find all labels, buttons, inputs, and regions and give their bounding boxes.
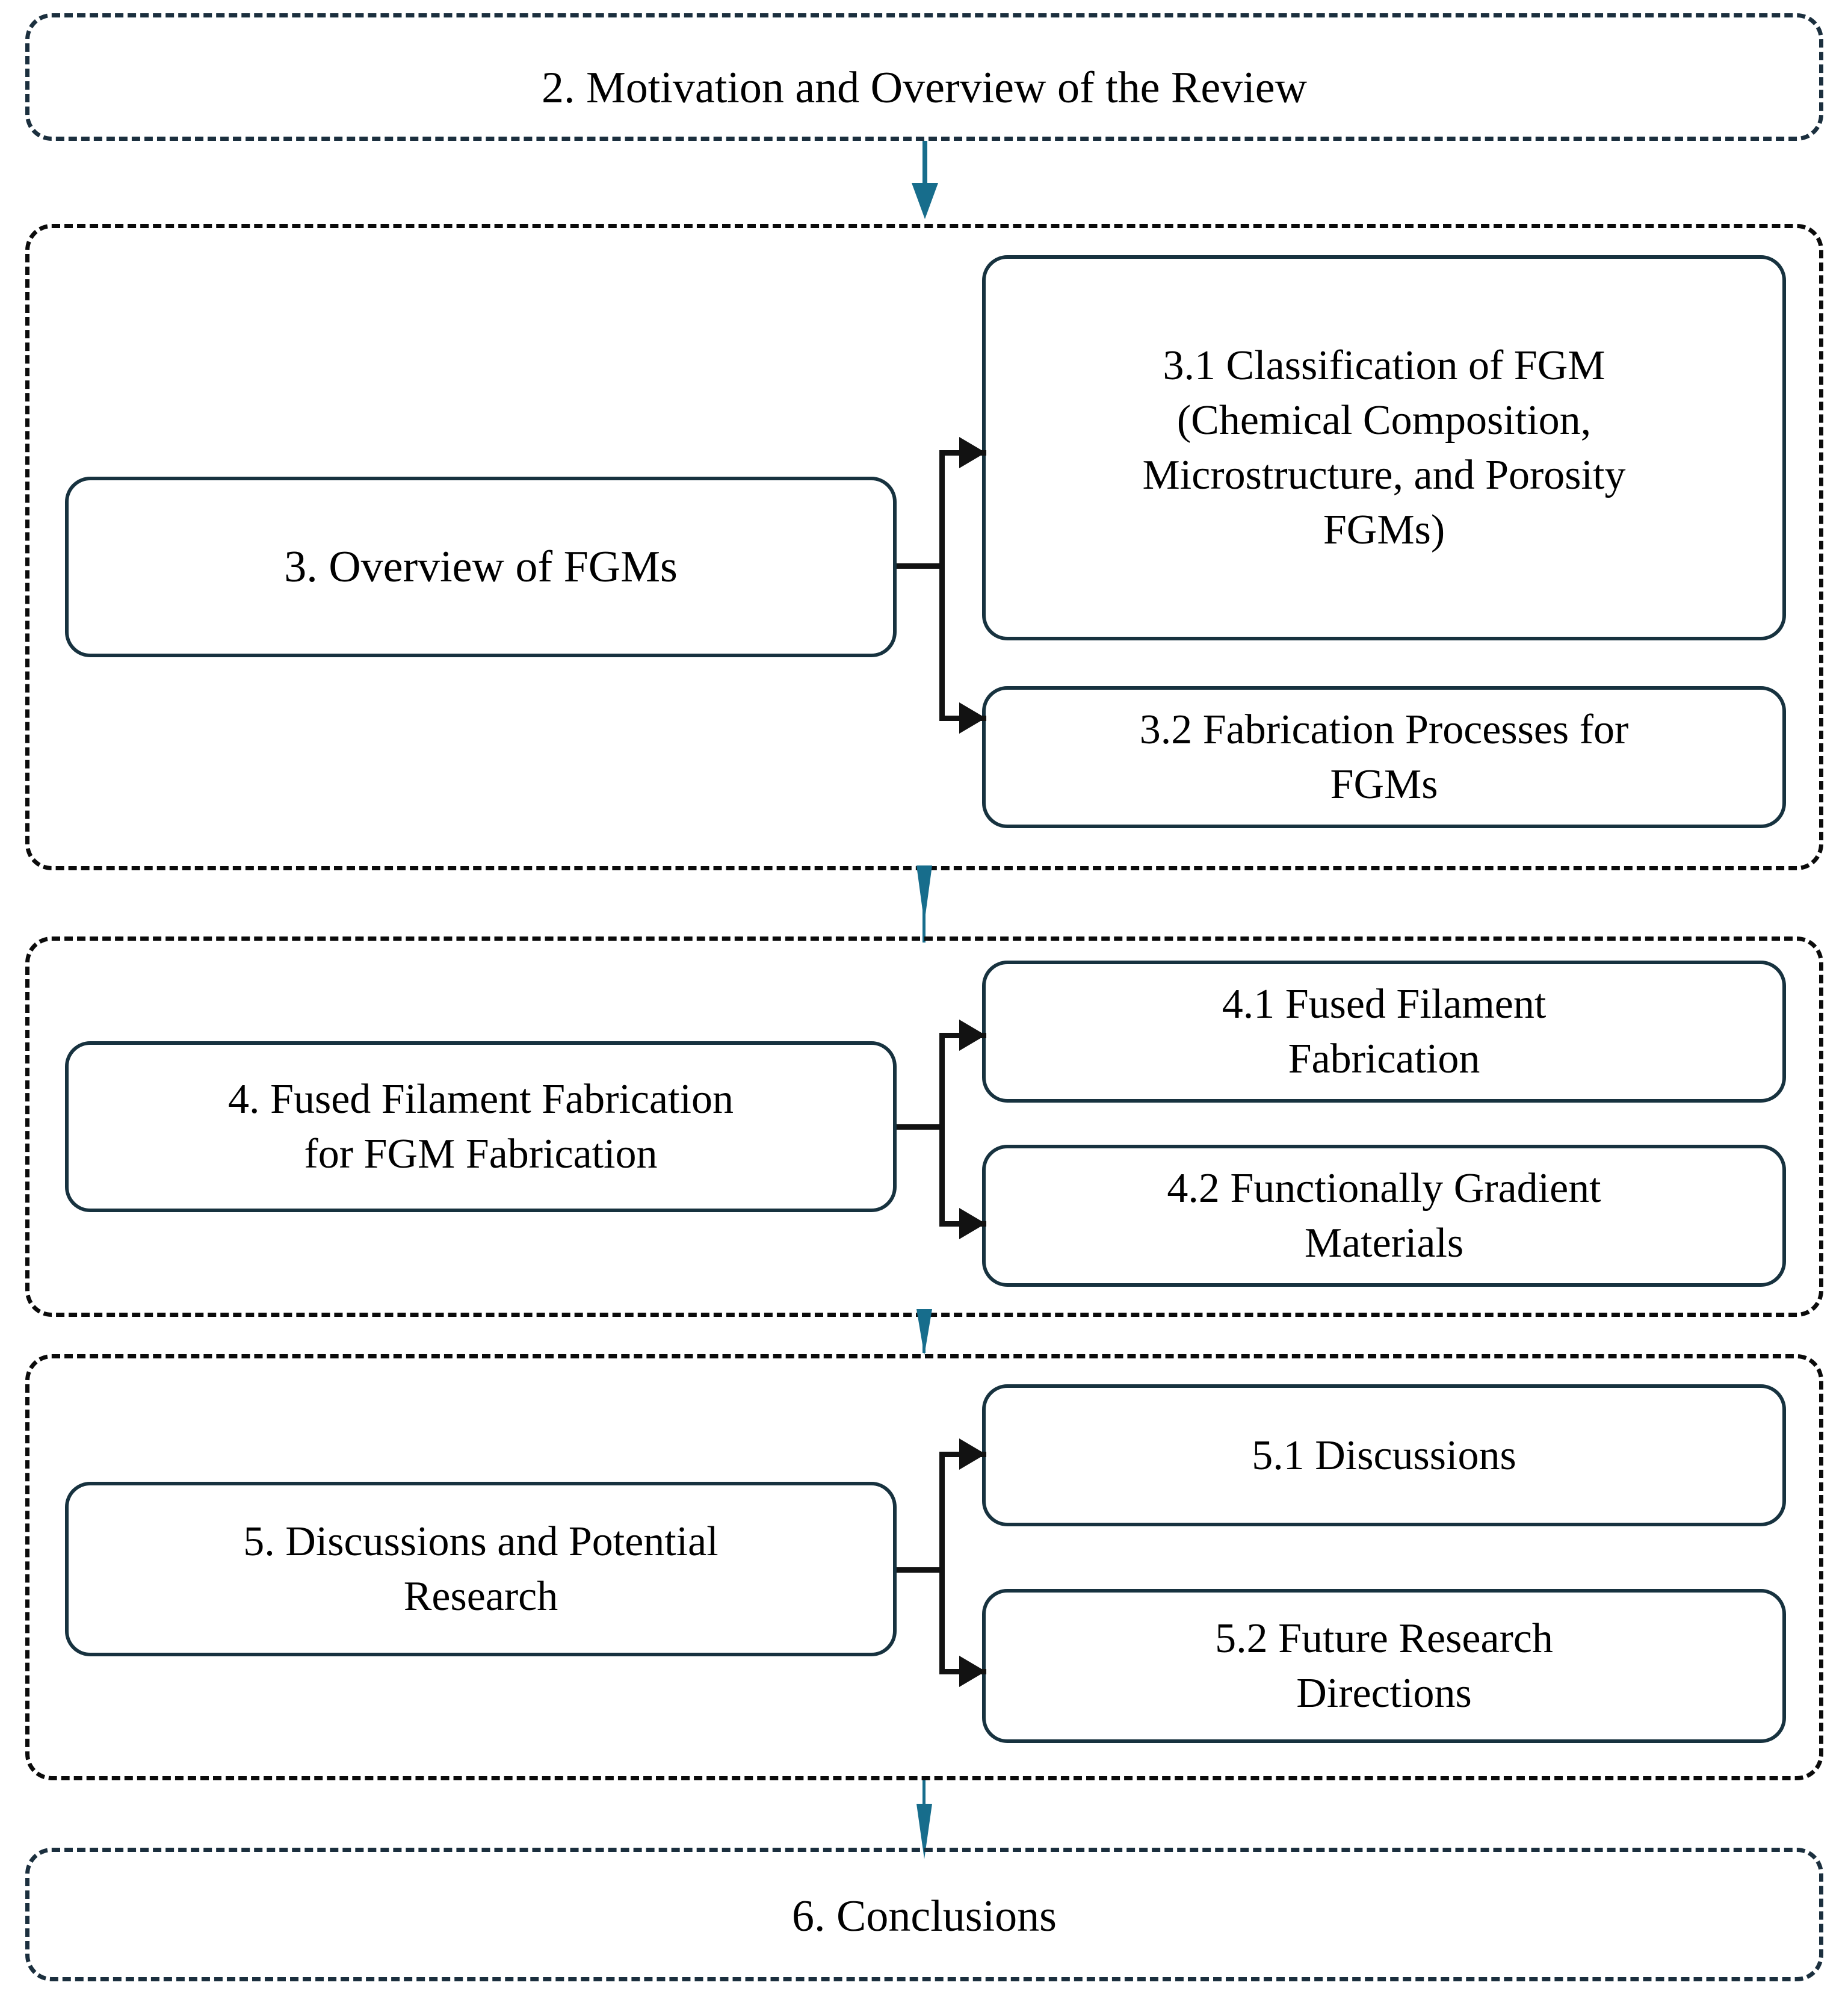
section-4-1-node-label: 4.1 Fused Filament Fabrication (1222, 981, 1547, 1082)
branch-4-to-4-1-head (959, 1020, 986, 1051)
branch-5-to-5-2-head (959, 1656, 986, 1687)
section-4-2-node[interactable]: 4.2 Functionally Gradient Materials (982, 1145, 1786, 1287)
section-3-node[interactable]: 3. Overview of FGMs (65, 477, 897, 657)
section-3-1-node[interactable]: 3.1 Classification of FGM (Chemical Comp… (982, 255, 1786, 640)
section-5-2-node[interactable]: 5.2 Future Research Directions (982, 1589, 1786, 1743)
section-5-node-label: 5. Discussions and Potential Research (243, 1518, 718, 1620)
branch-3-to-3-2-head (959, 702, 986, 734)
section-4-1-node[interactable]: 4.1 Fused Filament Fabrication (982, 961, 1786, 1103)
section-3-2-node-label: 3.2 Fabrication Processes for FGMs (1139, 707, 1629, 808)
section-5-2-node-label: 5.2 Future Research Directions (1215, 1615, 1553, 1717)
section-5-1-node-label: 5.1 Discussions (1252, 1432, 1516, 1479)
branch-4-stem (897, 1124, 945, 1130)
section-4-2-node-label: 4.2 Functionally Gradient Materials (1167, 1165, 1601, 1266)
flow-arrow-2-to-3-head (912, 183, 938, 219)
section-2-container (25, 13, 1823, 141)
branch-5-riser (939, 1452, 945, 1674)
section-5-node[interactable]: 5. Discussions and Potential Research (65, 1482, 897, 1656)
branch-3-riser (939, 450, 945, 721)
section-5-container (25, 1354, 1823, 1780)
branch-4-riser (939, 1033, 945, 1227)
branch-3-to-3-1-head (959, 437, 986, 468)
branch-4-to-4-2-head (959, 1208, 986, 1239)
section-2-label: 2. Motivation and Overview of the Review (541, 63, 1308, 113)
section-5-1-node[interactable]: 5.1 Discussions (982, 1384, 1786, 1526)
flow-arrow-2-to-3-line (922, 141, 927, 188)
section-3-node-label: 3. Overview of FGMs (284, 542, 678, 592)
section-6-container (25, 1848, 1823, 1981)
section-3-2-node[interactable]: 3.2 Fabrication Processes for FGMs (982, 686, 1786, 828)
flow-arrow-4-to-5-head (916, 1309, 932, 1355)
section-6-label: 6. Conclusions (792, 1892, 1057, 1941)
branch-5-stem (897, 1567, 945, 1573)
flow-arrow-3-to-4-head (916, 865, 932, 923)
branch-5-to-5-1-head (959, 1438, 986, 1470)
section-4-node[interactable]: 4. Fused Filament Fabrication for FGM Fa… (65, 1041, 897, 1212)
section-4-node-label: 4. Fused Filament Fabrication for FGM Fa… (228, 1076, 734, 1177)
branch-3-stem (897, 563, 945, 569)
section-3-1-node-label: 3.1 Classification of FGM (Chemical Comp… (1142, 342, 1626, 553)
flow-arrow-5-to-6-line (922, 1780, 926, 1816)
